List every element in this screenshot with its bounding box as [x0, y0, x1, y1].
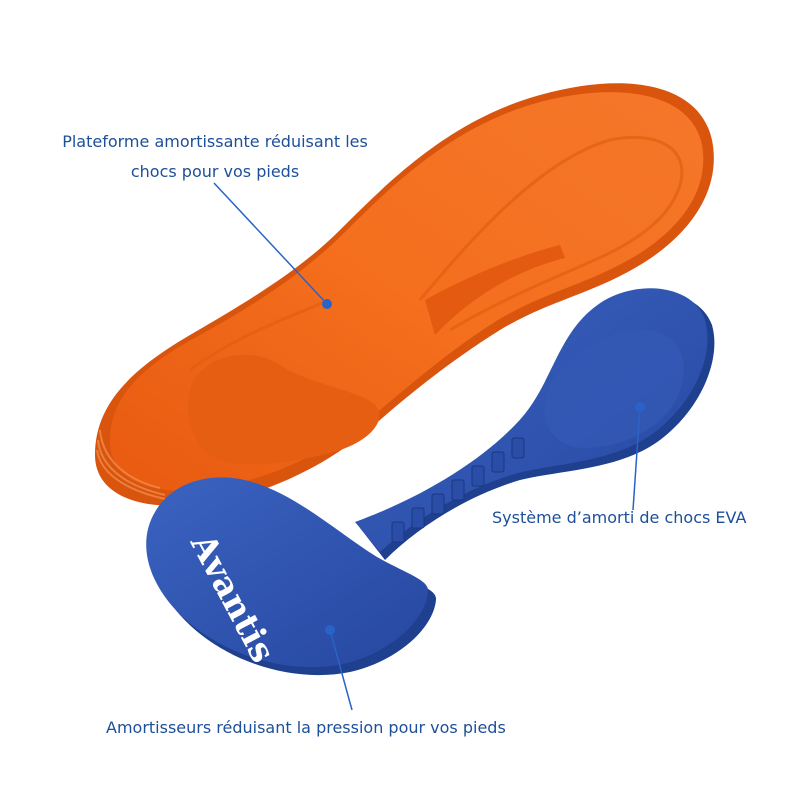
insole-inner-rim [189, 135, 684, 372]
leader-lines [213, 182, 641, 711]
eva-support-ribs [391, 437, 525, 543]
leader-dots [322, 299, 645, 635]
leader-line-platform [213, 182, 328, 305]
leader-dot-eva [635, 402, 645, 412]
leader-dot-platform [322, 299, 332, 309]
heel-pad-top [146, 477, 429, 668]
leader-line-eva [632, 406, 641, 511]
callout-platform: Plateforme amortissante réduisant les ch… [62, 132, 368, 181]
callout-absorbers: Amortisseurs réduisant la pression pour … [106, 718, 506, 737]
insole-layers [96, 429, 171, 501]
insole-arch-slot [425, 245, 565, 335]
insole-heel-recess [188, 354, 380, 465]
eva-support-pad-recess [544, 330, 684, 449]
callout-eva: Système d’amorti de chocs EVA [492, 508, 747, 527]
leader-dot-absorbers [325, 625, 335, 635]
leader-line-absorbers [329, 629, 353, 711]
